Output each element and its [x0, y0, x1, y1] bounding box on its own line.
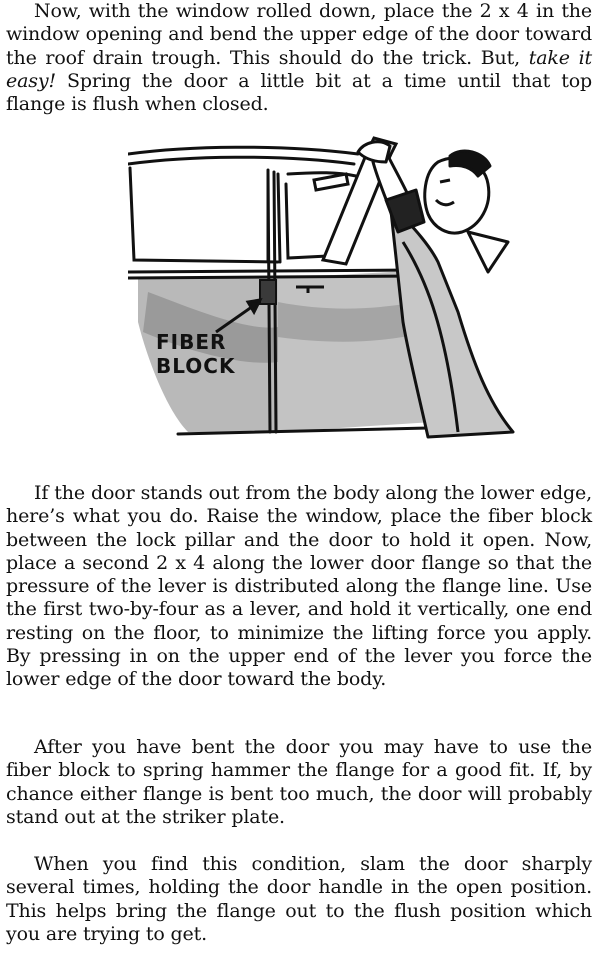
car-body-shading — [138, 270, 433, 432]
paragraph-1-after: Spring the door a little bit at a time u… — [6, 69, 592, 116]
paragraph-3: After you have bent the door you may hav… — [6, 736, 592, 828]
callout-line-2: BLOCK — [156, 354, 236, 378]
illustration-car-door-bending — [128, 132, 526, 450]
car-outline — [128, 145, 430, 436]
callout-arrow — [215, 298, 263, 334]
man-figure — [356, 140, 515, 439]
door-handle — [296, 285, 324, 293]
fiber-block-shape — [259, 279, 277, 305]
paragraph-1-before: Now, with the window rolled down, place … — [6, 0, 592, 69]
paragraph-1-emphasis: take it easy! — [6, 46, 593, 92]
fiber-block-callout: FIBER BLOCK — [156, 330, 235, 378]
paragraph-1: Now, with the window rolled down, place … — [6, 0, 592, 116]
paragraph-4: When you find this condition, slam the d… — [6, 853, 592, 945]
callout-line-1: FIBER — [156, 330, 227, 354]
paragraph-2: If the door stands out from the body alo… — [6, 482, 592, 691]
